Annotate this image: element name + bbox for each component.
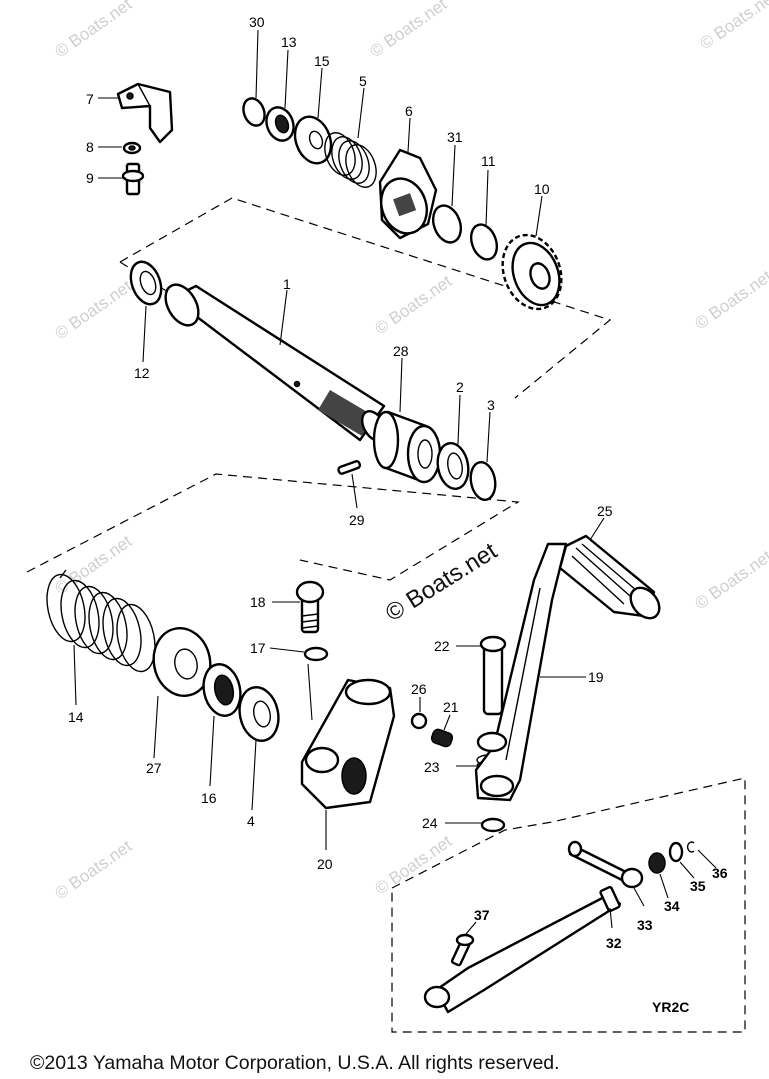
- part-32-shift-pedal: [423, 885, 622, 1014]
- callout-13: 13: [281, 34, 297, 50]
- callout-19: 19: [588, 669, 604, 685]
- callout-35: 35: [690, 878, 706, 894]
- callout-34: 34: [664, 898, 680, 914]
- part-15-washer: [293, 115, 333, 165]
- part-35-washer: [668, 841, 684, 863]
- callout-6: 6: [405, 103, 413, 119]
- part-27-plate: [152, 627, 212, 697]
- watermark: © Boats.net: [696, 0, 769, 53]
- callout-20: 20: [317, 856, 333, 872]
- callout-33: 33: [637, 917, 653, 933]
- part-33-pedal-bolt: [567, 840, 644, 889]
- callout-30: 30: [249, 14, 265, 30]
- watermark: © Boats.net: [371, 831, 455, 898]
- callout-8: 8: [86, 139, 94, 155]
- part-6-ratchet: [378, 148, 438, 240]
- part-13-bearing: [265, 106, 295, 142]
- part-22-pivot-pin: [479, 635, 507, 716]
- callout-1: 1: [283, 276, 291, 292]
- part-25-grip: [558, 534, 661, 620]
- part-21-spring: [430, 728, 454, 748]
- callout-14: 14: [68, 709, 84, 725]
- callout-7: 7: [86, 91, 94, 107]
- part-30-circlip: [242, 97, 266, 127]
- callout-3: 3: [487, 397, 495, 413]
- callout-22: 22: [434, 638, 450, 654]
- part-17-washer: [303, 646, 329, 662]
- watermark: © Boats.net: [691, 546, 769, 613]
- callout-25: 25: [597, 503, 613, 519]
- part-12-washer: [129, 260, 163, 306]
- part-9-bolt: [121, 162, 145, 196]
- watermark: © Boats.net: [51, 276, 135, 343]
- inset-label: YR2C: [652, 999, 689, 1015]
- callout-9: 9: [86, 170, 94, 186]
- part-3-circlip: [469, 460, 497, 502]
- assembly-outline-lower: [26, 473, 520, 581]
- callout-32: 32: [606, 935, 622, 951]
- part-4-washer: [238, 686, 280, 742]
- callout-27: 27: [146, 760, 162, 776]
- watermark: © Boats.net: [366, 0, 450, 61]
- callout-31: 31: [447, 129, 463, 145]
- part-18-bolt: [295, 580, 325, 634]
- part-2-washer: [436, 442, 470, 490]
- part-16-bushing: [202, 663, 242, 717]
- callout-18: 18: [250, 594, 266, 610]
- part-36-clip: [686, 841, 695, 853]
- assembly-outline-upper: [119, 197, 612, 399]
- callout-28: 28: [393, 343, 409, 359]
- part-37-bolt: [450, 933, 475, 967]
- part-26-ball: [410, 712, 428, 730]
- part-19-kick-arm: [474, 542, 568, 802]
- watermark: © Boats.net: [691, 266, 769, 333]
- callout-4: 4: [247, 813, 255, 829]
- part-11-circlip: [469, 223, 499, 261]
- part-1-kick-shaft: [164, 283, 387, 442]
- callout-36: 36: [712, 865, 728, 881]
- callout-labels: 7 8 9 30 13 15 5 6 31 11 10 1 12 28 2 3 …: [68, 14, 728, 951]
- part-10-gear: [501, 233, 563, 311]
- watermark: © Boats.net: [51, 836, 135, 903]
- inset-box: [391, 777, 746, 1033]
- callout-26: 26: [411, 681, 427, 697]
- part-31-washer: [431, 204, 463, 244]
- callout-2: 2: [456, 379, 464, 395]
- part-5-spring: [324, 132, 377, 188]
- callout-17: 17: [250, 640, 266, 656]
- callout-11: 11: [481, 153, 496, 169]
- callout-5: 5: [359, 73, 367, 89]
- copyright-notice: ©2013 Yamaha Motor Corporation, U.S.A. A…: [30, 1052, 560, 1074]
- callout-10: 10: [534, 181, 550, 197]
- watermark: © Boats.net: [51, 0, 135, 61]
- callout-21: 21: [443, 699, 459, 715]
- part-20-kick-boss: [300, 678, 396, 810]
- leader-lines: [73, 29, 717, 935]
- callout-29: 29: [349, 512, 365, 528]
- part-24-circlip: [480, 817, 506, 833]
- callout-12: 12: [134, 365, 150, 381]
- watermark: © Boats.net: [371, 271, 455, 338]
- part-34-bushing: [648, 852, 666, 874]
- callout-37: 37: [474, 907, 490, 923]
- part-14-spring: [46, 569, 156, 673]
- callout-23: 23: [424, 759, 440, 775]
- callout-24: 24: [422, 815, 438, 831]
- part-29-pin: [337, 460, 362, 475]
- callout-15: 15: [314, 53, 330, 69]
- center-watermark: © Boats.net: [381, 537, 502, 627]
- part-28-collar: [372, 410, 442, 484]
- part-7-bracket: [116, 82, 174, 144]
- callout-16: 16: [201, 790, 217, 806]
